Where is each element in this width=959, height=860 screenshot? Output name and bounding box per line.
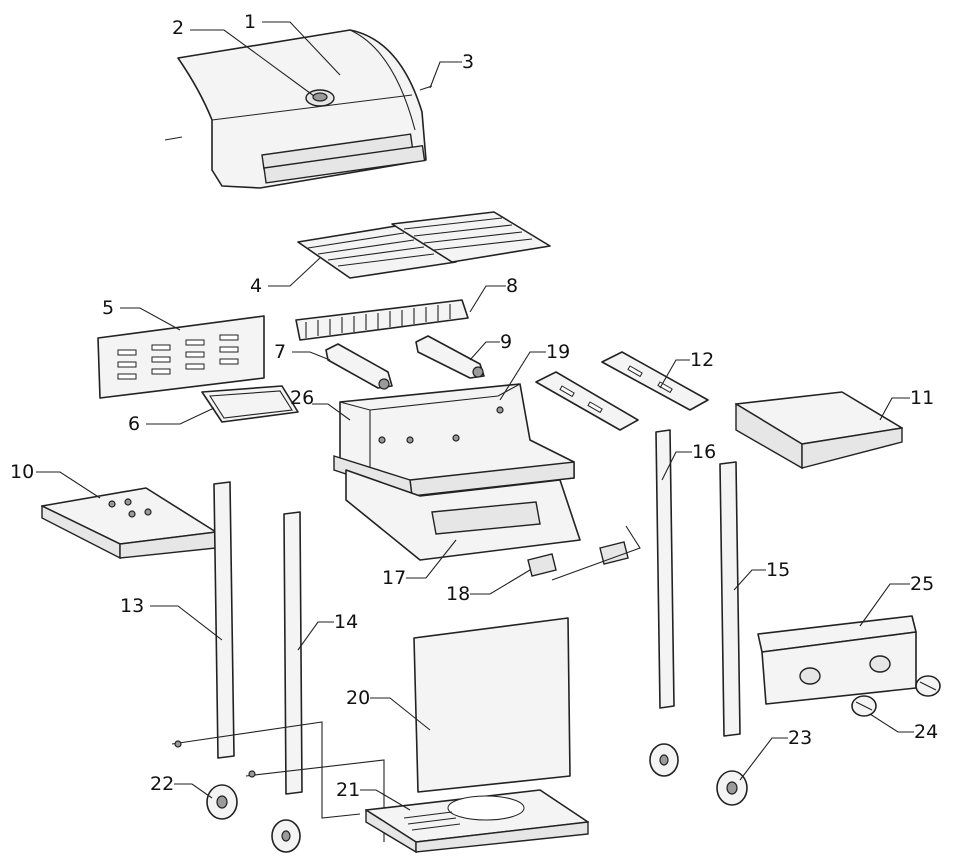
callout-23: 23 bbox=[788, 727, 812, 749]
part-control-panel bbox=[757, 615, 917, 705]
callout-9: 9 bbox=[500, 331, 512, 353]
part-leg-front-right bbox=[719, 461, 741, 737]
callout-numbers: 1 2 3 4 5 6 7 8 9 10 11 12 13 14 15 16 1… bbox=[10, 11, 938, 801]
part-caster-rear-right bbox=[649, 743, 679, 777]
callout-14: 14 bbox=[334, 611, 358, 633]
part-burner-right bbox=[415, 335, 485, 379]
part-front-panel bbox=[413, 617, 571, 793]
callout-26: 26 bbox=[290, 387, 314, 409]
part-caster-rear-left bbox=[271, 819, 301, 853]
part-grease-tray bbox=[201, 385, 299, 423]
part-caster-22 bbox=[206, 784, 238, 820]
callout-25: 25 bbox=[910, 573, 934, 595]
callout-12: 12 bbox=[690, 349, 714, 371]
part-igniter-valves bbox=[527, 525, 641, 581]
callout-7: 7 bbox=[274, 341, 286, 363]
part-thermometer bbox=[305, 89, 335, 107]
part-control-knobs bbox=[851, 675, 941, 717]
part-lid bbox=[177, 29, 427, 189]
part-left-side-shelf bbox=[41, 487, 217, 560]
callout-15: 15 bbox=[766, 559, 790, 581]
part-leg-front-left bbox=[213, 481, 235, 759]
callout-8: 8 bbox=[506, 275, 518, 297]
callout-17: 17 bbox=[382, 567, 406, 589]
callout-10: 10 bbox=[10, 461, 34, 483]
part-rear-panel bbox=[97, 315, 265, 399]
part-burner-left bbox=[325, 343, 393, 390]
part-leg-rear-right bbox=[655, 429, 675, 709]
callout-16: 16 bbox=[692, 441, 716, 463]
callout-1: 1 bbox=[244, 11, 256, 33]
callout-leader-lines bbox=[36, 21, 914, 811]
callout-22: 22 bbox=[150, 773, 174, 795]
part-leg-rear-left bbox=[283, 511, 303, 795]
callout-19: 19 bbox=[546, 341, 570, 363]
callout-4: 4 bbox=[250, 275, 262, 297]
part-firebox-bottom bbox=[431, 501, 541, 535]
callout-3: 3 bbox=[462, 51, 474, 73]
callout-11: 11 bbox=[910, 387, 934, 409]
callout-6: 6 bbox=[128, 413, 140, 435]
part-right-side-shelf bbox=[735, 391, 903, 470]
part-caster-23 bbox=[716, 770, 748, 806]
callout-21: 21 bbox=[336, 779, 360, 801]
part-cooking-grids bbox=[297, 211, 551, 279]
callout-2: 2 bbox=[172, 17, 184, 39]
callout-5: 5 bbox=[102, 297, 114, 319]
callout-13: 13 bbox=[120, 595, 144, 617]
callout-20: 20 bbox=[346, 687, 370, 709]
part-warming-rack bbox=[295, 299, 469, 341]
part-firebox bbox=[333, 383, 581, 561]
callout-18: 18 bbox=[446, 583, 470, 605]
part-heat-shields bbox=[535, 351, 709, 431]
part-bottom-shelf bbox=[365, 789, 589, 854]
callout-24: 24 bbox=[914, 721, 938, 743]
